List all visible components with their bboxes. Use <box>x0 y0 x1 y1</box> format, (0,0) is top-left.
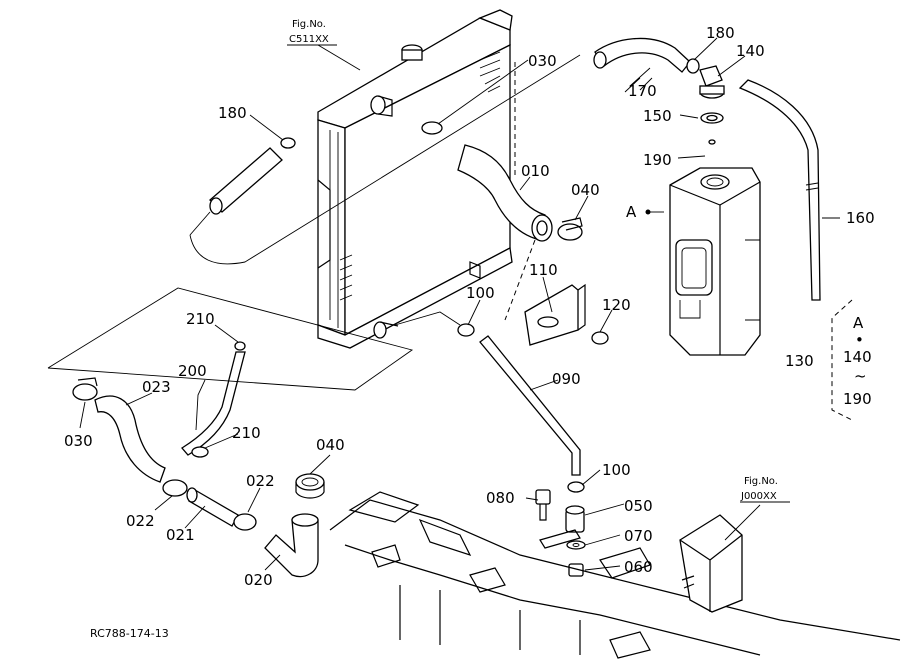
part-label: 090 <box>552 370 581 388</box>
part-label: 100 <box>602 461 631 479</box>
bracket-110 <box>524 283 586 346</box>
part-label: A <box>626 203 637 221</box>
hose-180-left <box>189 54 581 265</box>
part-label: 180 <box>706 24 735 42</box>
upper-hose-010 <box>421 121 583 242</box>
ref-j000-box: Fig.No. J000XX <box>740 476 790 503</box>
part-label: 070 <box>624 527 653 545</box>
part-label: 120 <box>602 296 631 314</box>
part-label: 170 <box>628 82 657 100</box>
part-label: 160 <box>846 209 875 227</box>
pipe-090 <box>394 311 585 493</box>
part-label: 022 <box>126 512 155 530</box>
pipe-021 <box>186 487 257 531</box>
part-label: 023 <box>142 378 171 396</box>
hose-023 <box>72 377 188 497</box>
part-label: 210 <box>186 310 215 328</box>
part-label: 110 <box>529 261 558 279</box>
inset-tilde: ~ <box>854 367 867 385</box>
part-label: 140 <box>736 42 765 60</box>
ref-c511-box: Fig.No. C511XX <box>287 19 337 46</box>
leader-lines <box>79 37 853 571</box>
washer-070 <box>566 540 586 550</box>
reserve-tank <box>669 167 761 356</box>
bolt-080 <box>535 489 551 521</box>
battery-box <box>679 514 743 613</box>
frame <box>329 491 901 659</box>
marker-dot <box>645 209 651 215</box>
part-label: 060 <box>624 558 653 576</box>
ref-c511-line2: C511XX <box>289 34 329 45</box>
ref-j000-line1: Fig.No. <box>744 476 778 487</box>
part-label: 150 <box>643 107 672 125</box>
part-label: 020 <box>244 571 273 589</box>
mount-050 <box>539 505 585 549</box>
part-label: 040 <box>571 181 600 199</box>
inset-dot: • <box>855 331 864 349</box>
part-label: 180 <box>218 104 247 122</box>
part-label: 080 <box>486 489 515 507</box>
part-label: 190 <box>643 151 672 169</box>
part-label: 030 <box>528 52 557 70</box>
ref-j000-line2: J000XX <box>740 491 777 502</box>
cap-assembly <box>699 65 725 145</box>
part-label: 050 <box>624 497 653 515</box>
part-label: 200 <box>178 362 207 380</box>
diagram-code: RC788-174-13 <box>90 627 169 640</box>
hose-envelope <box>47 287 414 391</box>
part-label: 040 <box>316 436 345 454</box>
nut-060 <box>568 563 584 577</box>
part-label: 010 <box>521 162 550 180</box>
part-label: 210 <box>232 424 261 442</box>
ref-c511-line1: Fig.No. <box>292 19 326 30</box>
part-label: 022 <box>246 472 275 490</box>
part-label: 100 <box>466 284 495 302</box>
inset-note: A • 140 ~ 190 <box>843 314 872 408</box>
inset-to: 190 <box>843 390 872 408</box>
hose-170 <box>593 37 700 74</box>
part-label: 130 <box>785 352 814 370</box>
hose-160 <box>738 79 821 301</box>
part-label: 021 <box>166 526 195 544</box>
part-label: 030 <box>64 432 93 450</box>
hose-200 <box>181 341 246 458</box>
inset-from: 140 <box>843 348 872 366</box>
cap-120 <box>591 331 609 345</box>
inset-letter: A <box>853 314 864 332</box>
part-labels: 180 030 180 140 170 150 190 010 040 A 16… <box>64 24 875 589</box>
hose-020 <box>264 473 325 578</box>
radiator <box>317 9 513 349</box>
